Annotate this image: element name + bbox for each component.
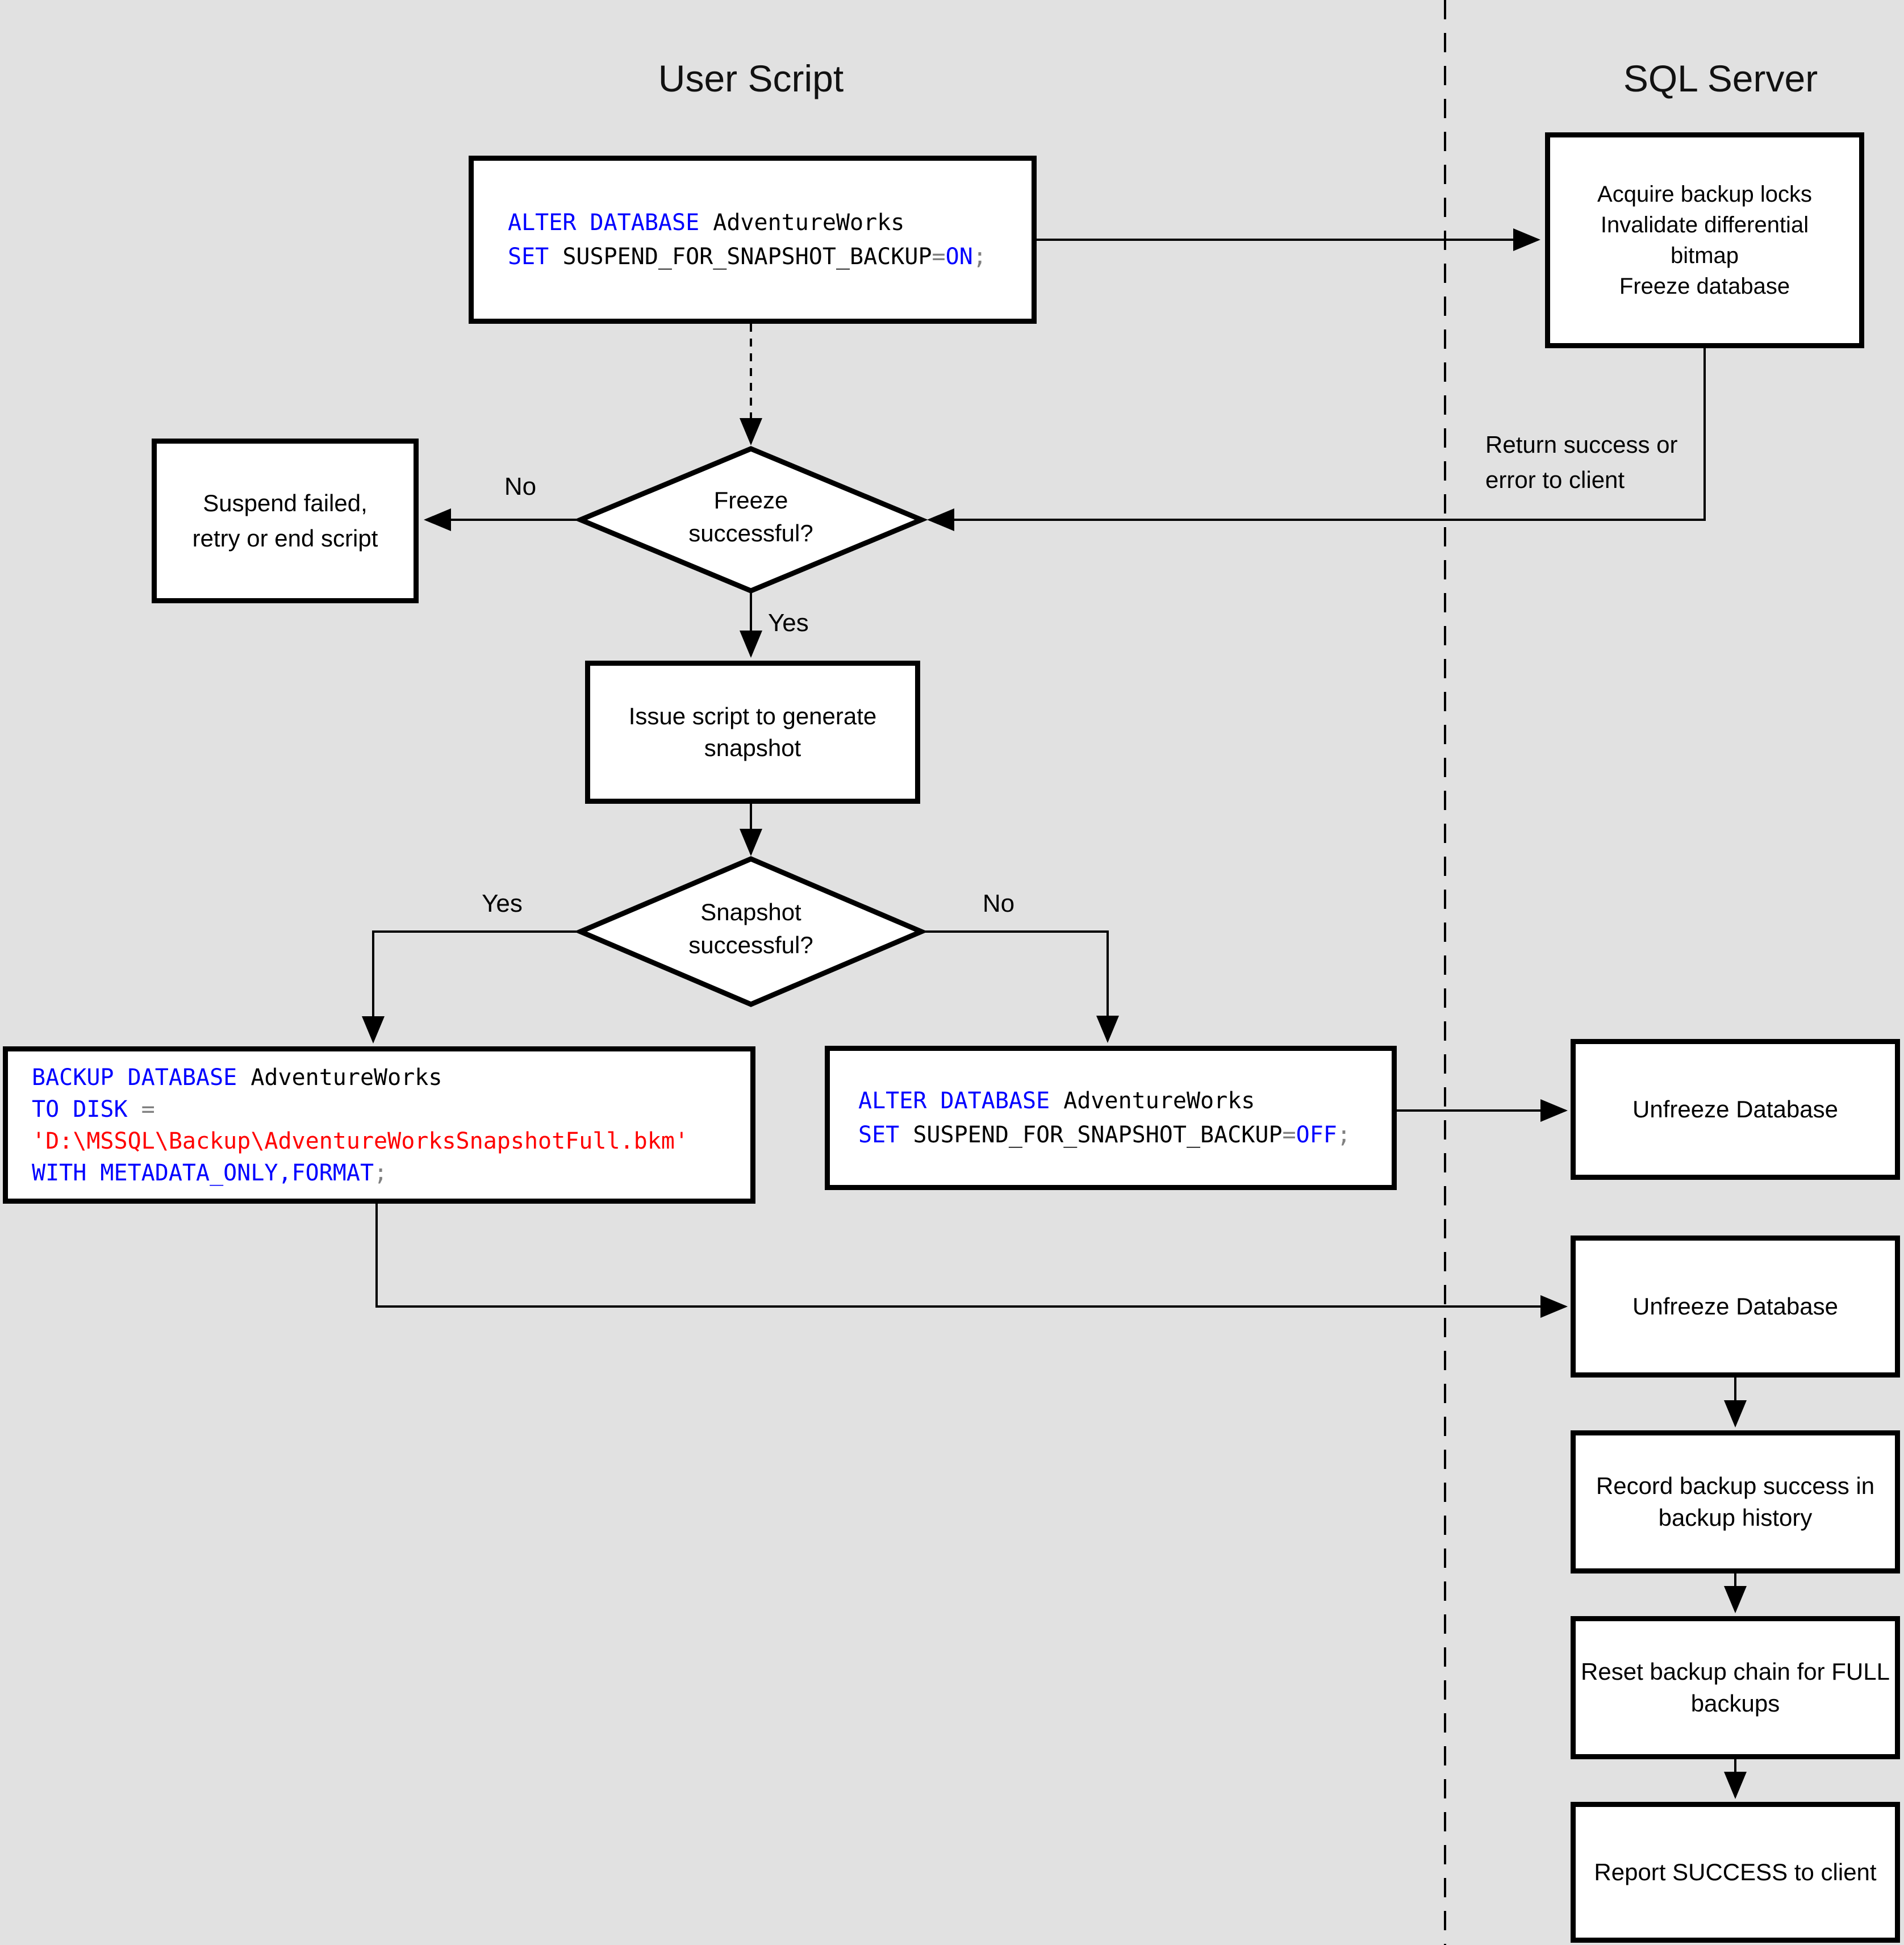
decision-line: successful? xyxy=(688,520,813,546)
label-snapshot-yes: Yes xyxy=(482,890,523,917)
decision-line: Freeze xyxy=(713,487,788,514)
node-record-backup-history: Record backup success in backup history xyxy=(1571,1430,1900,1573)
code-token-keyword: ON xyxy=(945,244,973,270)
label-freeze-no: No xyxy=(504,473,537,500)
code-token-operator: ; xyxy=(972,244,987,270)
code-token-keyword: ALTER DATABASE xyxy=(508,210,700,236)
label-snapshot-no: No xyxy=(982,890,1015,917)
node-alter-suspend-off: ALTER DATABASE AdventureWorks SET SUSPEN… xyxy=(825,1046,1397,1190)
code-line: SET SUSPEND_FOR_SNAPSHOT_BACKUP=ON; xyxy=(508,240,987,274)
node-unfreeze-database-1: Unfreeze Database xyxy=(1571,1039,1900,1180)
node-report-success: Report SUCCESS to client xyxy=(1571,1802,1900,1943)
code-token-identifier: SUSPEND_FOR_SNAPSHOT_BACKUP xyxy=(899,1122,1283,1148)
node-issue-snapshot-script: Issue script to generate snapshot xyxy=(585,661,920,804)
code-line: SET SUSPEND_FOR_SNAPSHOT_BACKUP=OFF; xyxy=(858,1118,1351,1152)
decision-line: Snapshot xyxy=(700,899,801,925)
node-line: Acquire backup locks xyxy=(1597,182,1812,207)
edge-backup-to-unfreeze2 xyxy=(375,1204,1568,1318)
node-alter-suspend-on: ALTER DATABASE AdventureWorks SET SUSPEN… xyxy=(469,156,1037,324)
code-token-identifier: AdventureWorks xyxy=(699,210,905,236)
label-line: Return success or xyxy=(1485,431,1678,458)
code-token-keyword: WITH METADATA_ONLY,FORMAT xyxy=(32,1159,374,1186)
node-line: Freeze database xyxy=(1619,274,1790,299)
node-line: Report SUCCESS to client xyxy=(1594,1859,1877,1885)
edge-acquire-to-freeze-decision xyxy=(927,348,1706,531)
code-token-operator: = xyxy=(932,244,946,270)
code-line: 'D:\MSSQL\Backup\AdventureWorksSnapshotF… xyxy=(32,1125,688,1157)
code-token-keyword: ALTER DATABASE xyxy=(858,1088,1050,1114)
code-line: TO DISK = xyxy=(32,1093,155,1125)
code-token-operator: ; xyxy=(1337,1122,1351,1148)
decision-freeze-successful: Freeze successful? xyxy=(637,484,865,550)
node-reset-backup-chain: Reset backup chain for FULL backups xyxy=(1571,1616,1900,1759)
node-line: Suspend failed, xyxy=(203,490,368,516)
code-token-keyword: SET xyxy=(508,244,549,270)
code-token-operator: ; xyxy=(374,1159,388,1186)
title-user-script: User Script xyxy=(658,57,844,99)
code-token-keyword: BACKUP DATABASE xyxy=(32,1064,237,1091)
node-line: Unfreeze Database xyxy=(1632,1096,1838,1122)
decision-snapshot-successful-shape xyxy=(574,856,928,1007)
code-token-keyword: OFF xyxy=(1296,1122,1337,1148)
node-line: retry or end script xyxy=(192,525,378,552)
node-line: backups xyxy=(1690,1690,1780,1717)
code-token-operator: = xyxy=(127,1096,155,1122)
node-acquire-backup-locks: Acquire backup locks Invalidate differen… xyxy=(1545,132,1864,348)
node-unfreeze-database-2: Unfreeze Database xyxy=(1571,1236,1900,1378)
node-line: Issue script to generate xyxy=(628,703,877,729)
node-line: Record backup success in xyxy=(1596,1472,1875,1499)
code-token-identifier: SUSPEND_FOR_SNAPSHOT_BACKUP xyxy=(549,244,932,270)
node-line: backup history xyxy=(1658,1504,1813,1531)
node-line: Reset backup chain for FULL xyxy=(1581,1658,1890,1685)
title-sql-server: SQL Server xyxy=(1623,57,1818,99)
code-line: ALTER DATABASE AdventureWorks xyxy=(858,1084,1255,1118)
code-token-keyword: SET xyxy=(858,1122,900,1148)
code-token-identifier: AdventureWorks xyxy=(237,1064,442,1091)
code-line: BACKUP DATABASE AdventureWorks xyxy=(32,1062,442,1093)
decision-line: successful? xyxy=(688,932,813,958)
node-line: snapshot xyxy=(704,734,801,761)
edge-snapshot-yes-to-backup xyxy=(362,930,581,1044)
code-line: WITH METADATA_ONLY,FORMAT; xyxy=(32,1157,387,1189)
node-line: bitmap xyxy=(1670,243,1739,268)
code-token-string: 'D:\MSSQL\Backup\AdventureWorksSnapshotF… xyxy=(32,1128,688,1154)
decision-snapshot-successful: Snapshot successful? xyxy=(637,896,865,962)
code-token-identifier: AdventureWorks xyxy=(1050,1088,1255,1114)
code-token-keyword: TO DISK xyxy=(32,1096,128,1122)
node-suspend-failed: Suspend failed, retry or end script xyxy=(152,439,419,603)
label-line: error to client xyxy=(1485,466,1625,493)
code-line: ALTER DATABASE AdventureWorks xyxy=(508,206,904,240)
decision-freeze-successful-shape xyxy=(574,446,928,594)
code-token-operator: = xyxy=(1282,1122,1296,1148)
node-backup-database: BACKUP DATABASE AdventureWorks TO DISK =… xyxy=(3,1046,755,1204)
label-return-success-note: Return success or error to client xyxy=(1485,427,1724,498)
node-line: Invalidate differential xyxy=(1600,212,1809,237)
label-freeze-yes: Yes xyxy=(768,609,809,637)
node-line: Unfreeze Database xyxy=(1632,1293,1838,1320)
edge-snapshot-no-to-alter-off xyxy=(921,930,1119,1043)
